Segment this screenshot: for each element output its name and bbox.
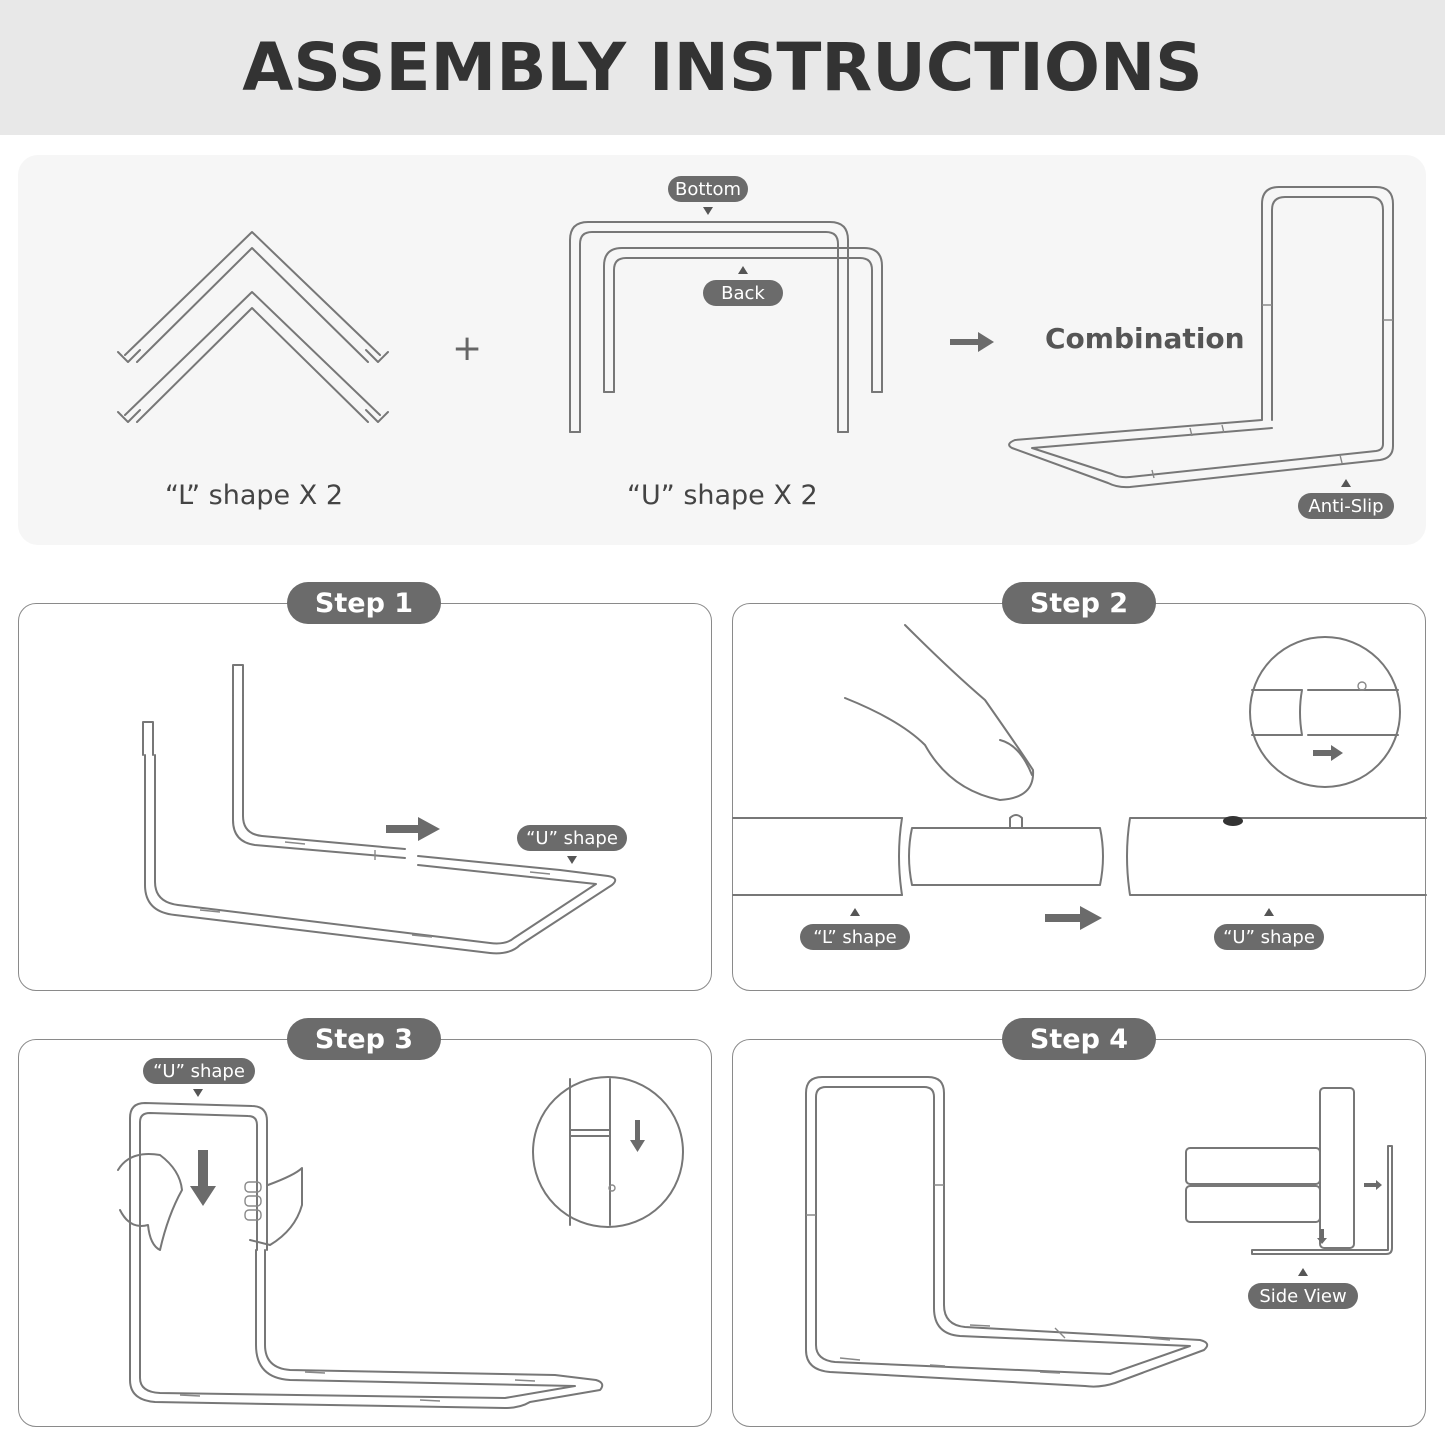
- step-2-label: Step 2: [1002, 582, 1156, 624]
- bottom-tag: Bottom: [668, 176, 748, 202]
- step-4-illustration: [805, 1076, 1393, 1388]
- step-2-u-shape-tag: “U” shape: [1214, 924, 1324, 950]
- step-2-illustration: [732, 624, 1427, 930]
- page-title: ASSEMBLY INSTRUCTIONS: [242, 29, 1203, 106]
- header: ASSEMBLY INSTRUCTIONS: [0, 0, 1445, 135]
- step-3-panel: [18, 1039, 712, 1427]
- combination-illustration: [1008, 186, 1394, 489]
- plus-sign: +: [452, 328, 483, 369]
- combination-arrow: [950, 332, 994, 352]
- anti-slip-pointer: [1341, 479, 1351, 487]
- step-4-side-view-tag: Side View: [1248, 1283, 1358, 1309]
- step-3-u-shape-tag: “U” shape: [143, 1058, 255, 1084]
- l-shape-caption: “L” shape X 2: [165, 480, 343, 511]
- step-1-illustration: [142, 664, 617, 955]
- step-2-l-shape-tag: “L” shape: [800, 924, 910, 950]
- step-3-illustration: [117, 1076, 684, 1409]
- parts-illustrations: [117, 186, 1394, 489]
- back-tag: Back: [703, 280, 783, 306]
- step-3-label: Step 3: [287, 1018, 441, 1060]
- step-1-u-shape-tag: “U” shape: [517, 825, 627, 851]
- u-shape-illustration: [569, 221, 883, 433]
- step-1-label: Step 1: [287, 582, 441, 624]
- combination-label: Combination: [1045, 322, 1245, 355]
- step-1-panel: [18, 603, 712, 991]
- anti-slip-tag: Anti-Slip: [1298, 493, 1394, 519]
- step-4-label: Step 4: [1002, 1018, 1156, 1060]
- l-shape-illustration: [117, 231, 389, 423]
- bottom-pointer: [703, 207, 713, 215]
- back-pointer: [738, 266, 748, 274]
- u-shape-caption: “U” shape X 2: [627, 480, 818, 511]
